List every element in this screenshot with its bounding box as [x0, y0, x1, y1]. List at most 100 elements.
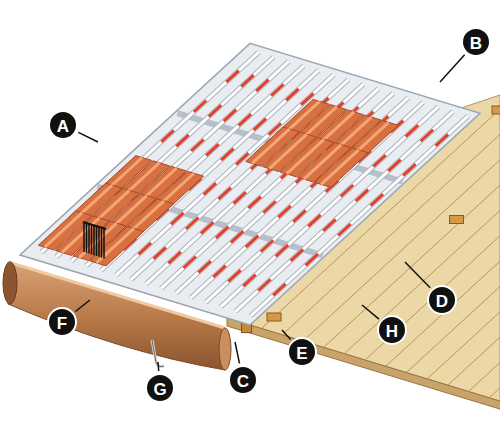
tile-clip [388, 160, 401, 172]
tile-clip [236, 153, 249, 165]
tile-clip [221, 149, 234, 161]
comb-tooth [86, 223, 88, 253]
tile-clip [194, 101, 207, 113]
comb-tooth [103, 228, 105, 258]
leader-line [235, 342, 239, 363]
tile-clip [323, 219, 336, 231]
callout-letter: B [461, 27, 491, 57]
tile-clip [183, 257, 196, 269]
tile [90, 227, 144, 266]
panel-rib [206, 102, 424, 302]
tile-clip [273, 284, 286, 296]
tile-clip [308, 215, 321, 227]
leader-lines [75, 55, 464, 371]
tile-clip [246, 236, 258, 248]
tile-clip [239, 114, 252, 126]
tile-clip [373, 155, 386, 167]
eave-comb [83, 222, 106, 258]
tile-clip [233, 192, 246, 204]
panel-surface [20, 43, 480, 325]
tile-clip [201, 222, 214, 234]
tile-clip [171, 213, 184, 225]
tile-highlight [321, 150, 359, 185]
comb-tooth [98, 227, 100, 257]
callout-letter: H [377, 315, 407, 345]
tile-clip [254, 119, 267, 131]
tile-clip [271, 84, 284, 96]
wood-block [450, 216, 464, 224]
leader-line [78, 132, 98, 142]
tile-clip [226, 71, 239, 83]
tile-clip [176, 135, 189, 147]
leader-line [282, 330, 291, 339]
wood-block [267, 313, 281, 321]
tile-clip [421, 130, 434, 142]
tile-clip [306, 254, 319, 266]
leader-line [405, 262, 430, 288]
tile-clip [206, 144, 219, 156]
comb-tooth [83, 222, 85, 252]
panel-rib [221, 107, 439, 307]
tile-clip [191, 140, 204, 152]
tile-clip [258, 279, 271, 291]
tile-clip [216, 227, 229, 239]
tile-clip [276, 245, 289, 256]
comb-tooth [88, 224, 90, 254]
tile-clip [209, 105, 222, 117]
panel-rib [236, 111, 454, 311]
tile-highlight [96, 228, 134, 262]
panel-rib [206, 102, 424, 302]
tile-clip [213, 266, 226, 278]
tile-clip [204, 183, 217, 195]
deck-edge [227, 318, 500, 417]
tile-clip [406, 125, 419, 137]
tile-clip [261, 240, 274, 252]
tile-clip [186, 218, 199, 230]
tile-clip [436, 134, 449, 146]
tile-clip [338, 224, 351, 236]
plank-line [469, 116, 500, 392]
comb-tooth [93, 225, 95, 255]
tile-clip [168, 252, 181, 264]
plank-line [448, 109, 500, 385]
tile-clip [286, 89, 299, 101]
tile-clip [248, 197, 261, 209]
tile-clip [291, 249, 304, 261]
tile-clip [341, 185, 354, 197]
leader-line [440, 55, 465, 82]
tile-clip [278, 206, 291, 218]
comb-tooth [101, 228, 103, 258]
tile-clip [371, 194, 384, 206]
tile-clip [161, 130, 174, 142]
tile-clip [139, 243, 152, 255]
tile-clip [198, 261, 211, 273]
plank-line [427, 103, 500, 379]
tile-clip [154, 247, 167, 259]
tile-clip [263, 201, 276, 213]
tile-clip [219, 188, 232, 200]
panel-rib [236, 111, 454, 311]
tile [315, 148, 369, 187]
callout-letter: D [427, 285, 457, 315]
tile-clip [228, 270, 241, 282]
leader-line [362, 305, 379, 319]
callout-letter: F [47, 307, 77, 337]
tile-clip [293, 210, 306, 222]
callout-letter: A [48, 110, 78, 140]
tile-clip [224, 110, 237, 122]
leader-line [75, 300, 90, 311]
tile-clip [231, 231, 244, 243]
comb-tooth [91, 224, 93, 254]
comb-tooth [96, 226, 98, 256]
tile-clip [403, 164, 416, 176]
gutter [3, 262, 231, 370]
leader-line [157, 362, 159, 371]
comb-bar [83, 222, 106, 229]
tile-clip [256, 80, 269, 92]
tile-clip [356, 190, 369, 202]
callout-letter: E [287, 337, 317, 367]
tile-clip [241, 75, 254, 87]
wood-block [492, 106, 500, 114]
tile-clip [243, 275, 256, 287]
